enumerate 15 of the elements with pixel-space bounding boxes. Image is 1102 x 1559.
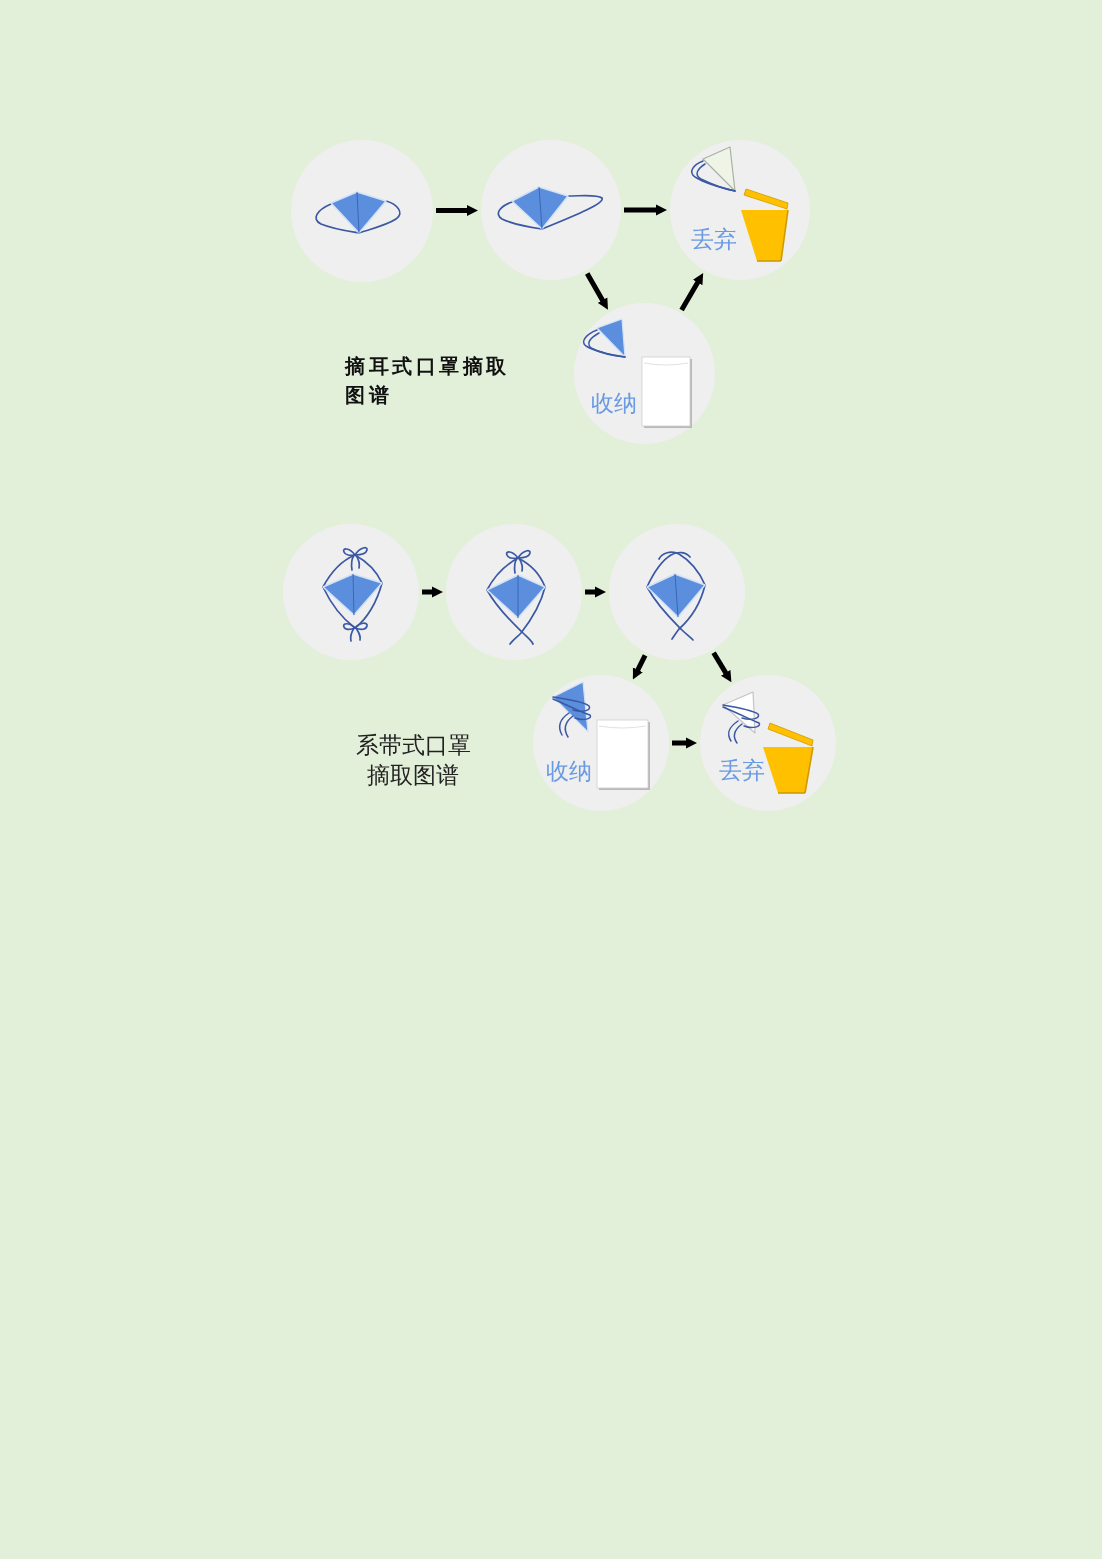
step-label: 丢弃	[719, 757, 765, 783]
arrow	[711, 651, 734, 684]
arrow	[679, 271, 706, 312]
arrow	[422, 586, 443, 598]
step-label: 收纳	[591, 390, 637, 416]
arrow	[436, 204, 478, 216]
step-label: 丢弃	[691, 226, 737, 252]
arrow	[672, 737, 697, 749]
diagram-caption: 系带式口罩摘取图谱	[354, 731, 472, 790]
arrow	[624, 204, 667, 216]
diagram-caption: 摘耳式口罩摘取图谱	[345, 353, 511, 409]
arrow	[585, 586, 606, 598]
step-label: 收纳	[546, 758, 592, 784]
arrow	[630, 654, 648, 681]
arrow	[585, 272, 611, 311]
